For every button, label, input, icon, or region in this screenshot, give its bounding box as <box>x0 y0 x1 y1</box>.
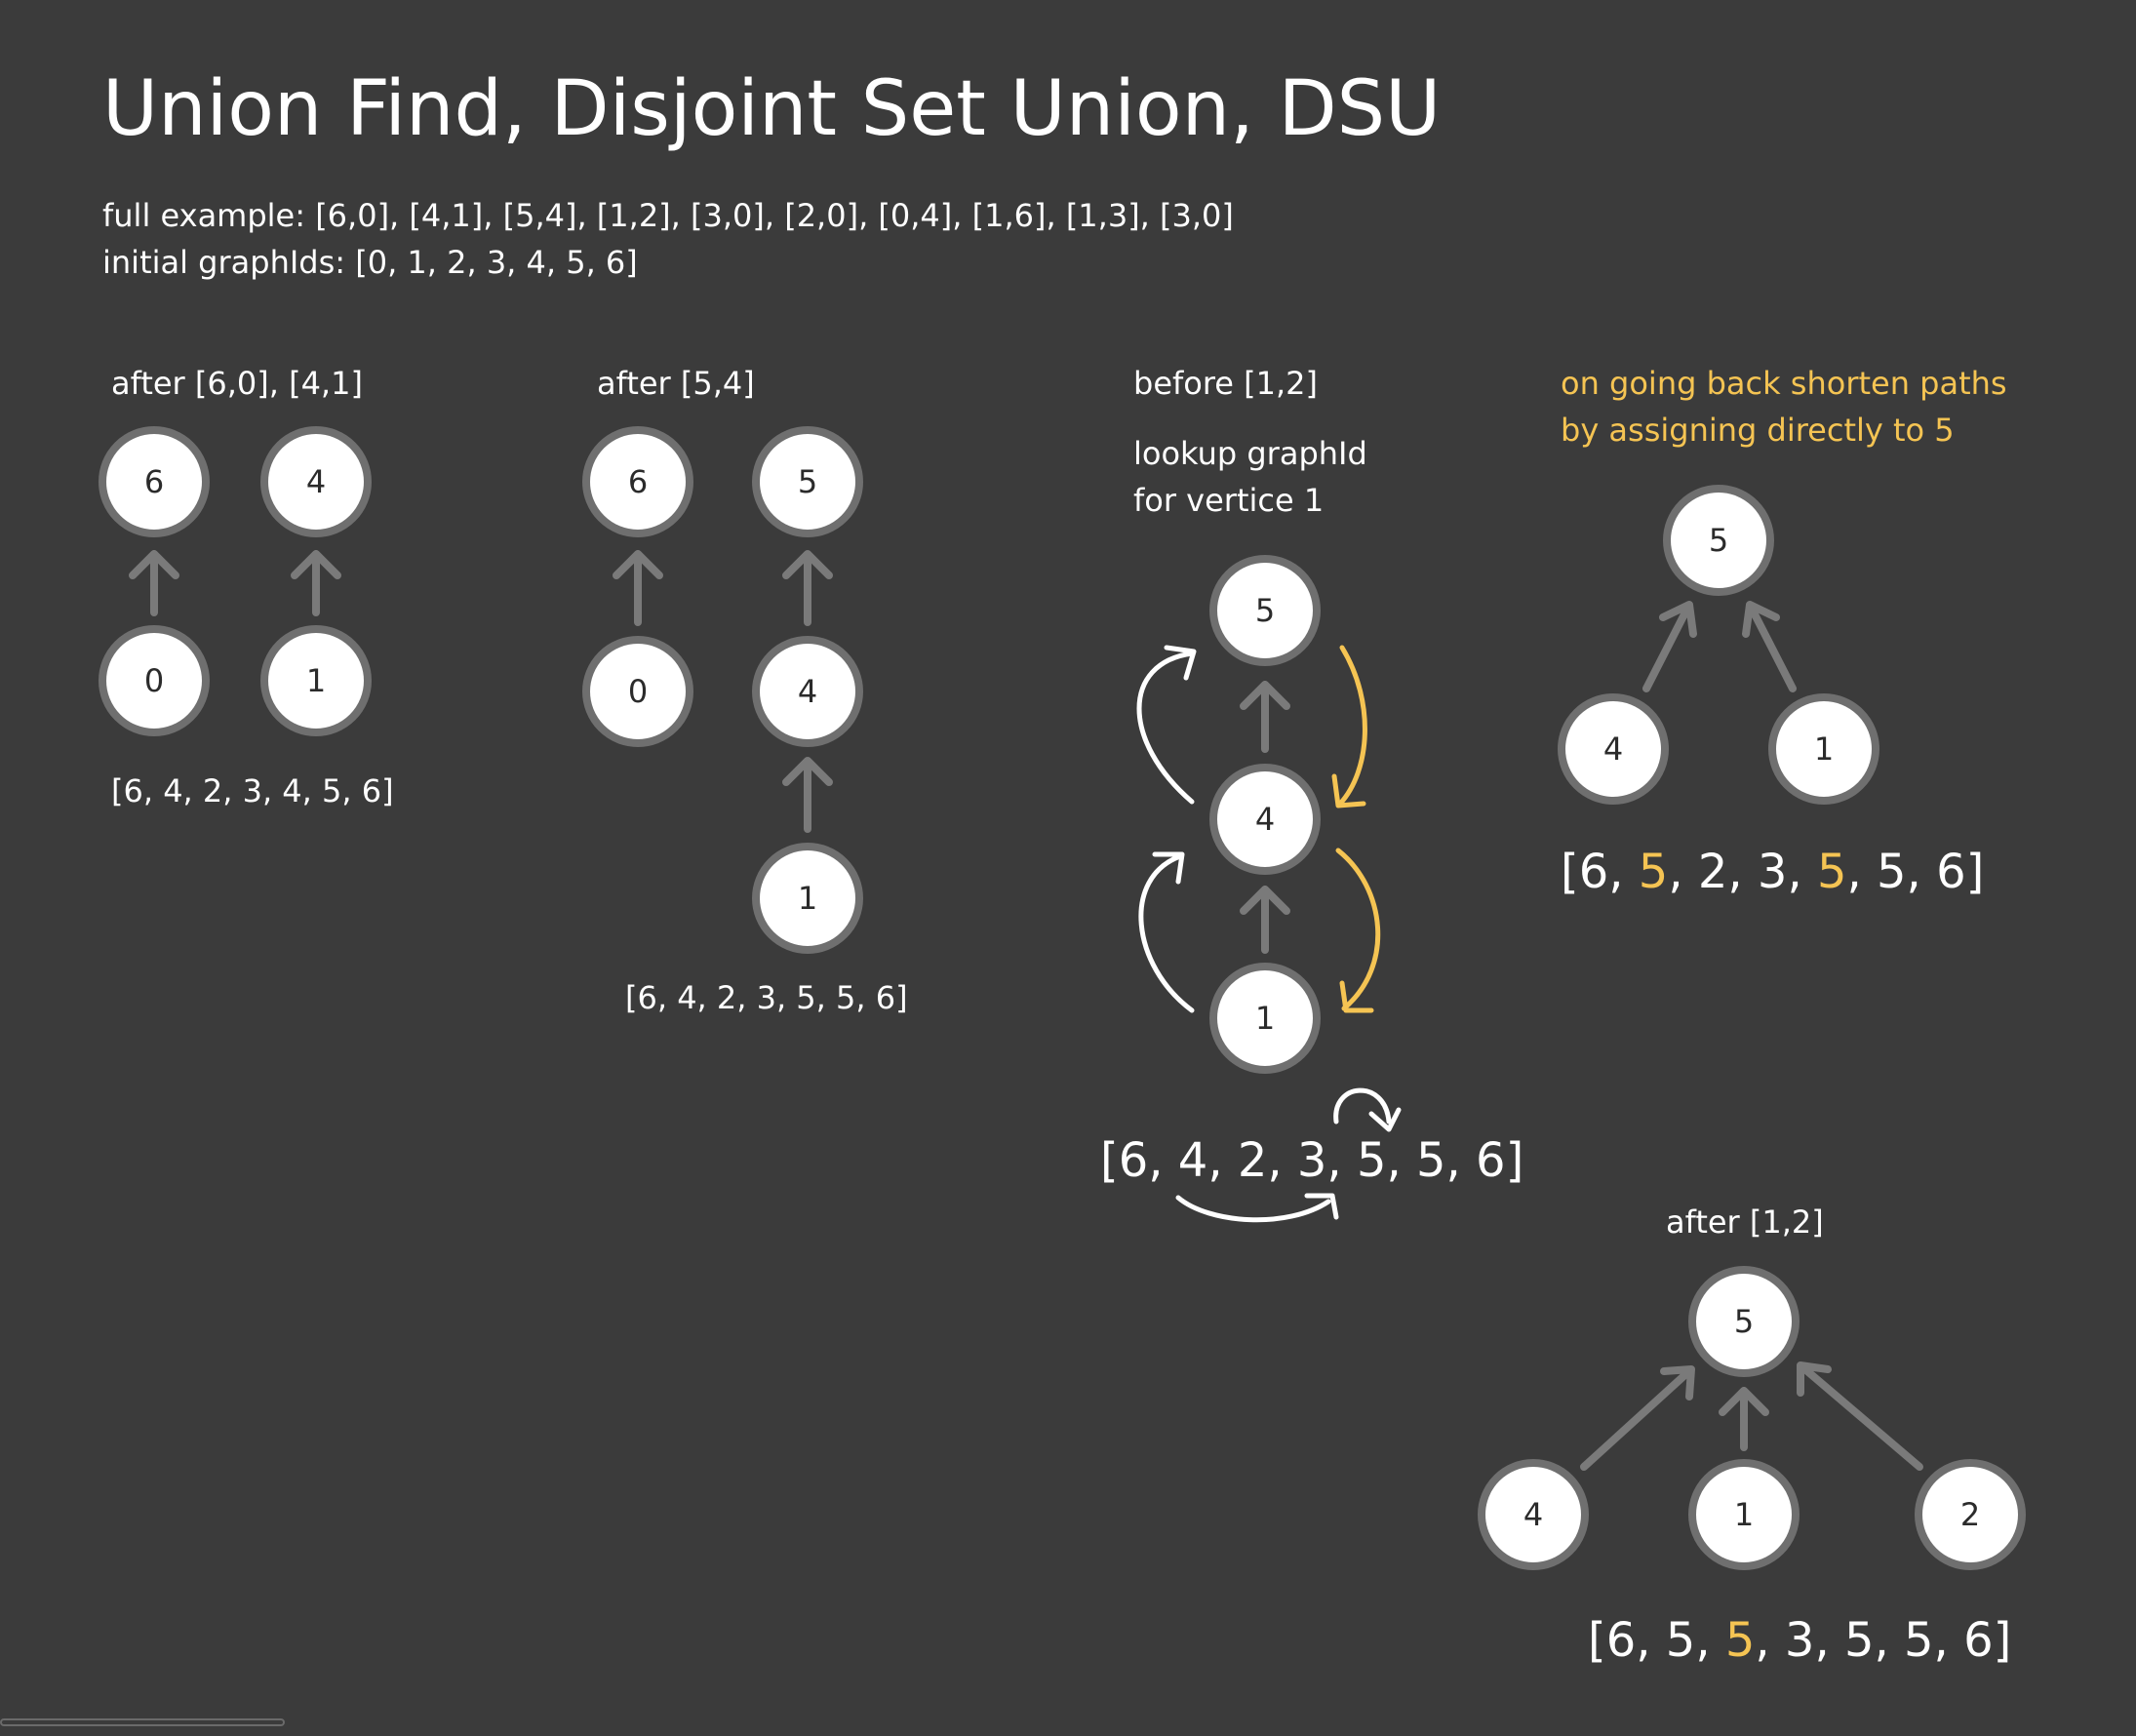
panel-note: for vertice 1 <box>1133 482 1324 519</box>
shorten-down-arrowhead <box>1331 773 1366 809</box>
shorten-down-arrow <box>1337 645 1367 807</box>
svg-text:1: 1 <box>1814 730 1834 768</box>
panel-path-compression: on going back shorten paths by assigning… <box>1558 365 2007 899</box>
node: 6 <box>99 426 210 537</box>
svg-text:5: 5 <box>1255 592 1275 629</box>
node: 6 <box>582 426 693 537</box>
node: 1 <box>1688 1459 1800 1570</box>
lookup-up-arrowhead <box>1164 645 1197 681</box>
panel-label: before [1,2] <box>1133 365 1318 402</box>
svg-text:6: 6 <box>144 463 164 500</box>
svg-text:4: 4 <box>1603 730 1623 768</box>
edge-arrow <box>1719 1387 1769 1451</box>
svg-text:0: 0 <box>144 662 164 699</box>
node: 1 <box>752 843 863 954</box>
edge-arrow <box>1642 601 1697 692</box>
node: 2 <box>1915 1459 2026 1570</box>
svg-text:5: 5 <box>1734 1303 1754 1340</box>
svg-text:1: 1 <box>1255 1000 1275 1037</box>
svg-text:4: 4 <box>798 673 817 710</box>
node: 4 <box>1209 764 1321 875</box>
example-line: full example: [6,0], [4,1], [5,4], [1,2]… <box>102 197 1234 234</box>
svg-text:5: 5 <box>1709 522 1728 559</box>
edge-arrow <box>1797 1361 1923 1471</box>
node: 1 <box>1209 963 1321 1074</box>
edge-arrow <box>782 550 833 626</box>
array-self-arrowhead <box>1368 1107 1402 1132</box>
panel-label: after [1,2] <box>1666 1203 1824 1241</box>
graph-ids-array: [6, 4, 2, 3, 5, 5, 6] <box>625 979 908 1016</box>
svg-text:4: 4 <box>306 463 326 500</box>
graph-ids-array: [6, 4, 2, 3, 5, 5, 6] <box>1100 1133 1523 1188</box>
lookup-up-arrow <box>1138 853 1195 1013</box>
node: 1 <box>260 625 372 736</box>
svg-text:4: 4 <box>1255 801 1275 838</box>
svg-text:1: 1 <box>1734 1496 1754 1533</box>
node: 5 <box>1209 555 1321 666</box>
edge-arrow <box>1742 601 1797 692</box>
node: 4 <box>1558 693 1669 805</box>
svg-text:1: 1 <box>306 662 326 699</box>
node: 5 <box>1688 1266 1800 1377</box>
svg-text:0: 0 <box>628 673 648 710</box>
array-self-arrow <box>1333 1087 1392 1124</box>
node: 5 <box>1663 485 1774 596</box>
edge-arrow <box>613 550 663 626</box>
lookup-up-arrow <box>1136 651 1195 805</box>
svg-text:6: 6 <box>628 463 648 500</box>
svg-text:4: 4 <box>1523 1496 1543 1533</box>
panel-note: lookup graphId <box>1133 435 1367 472</box>
svg-text:2: 2 <box>1960 1496 1980 1533</box>
node: 1 <box>1768 693 1879 805</box>
graph-ids-array: [6, 5, 5, 3, 5, 5, 6] <box>1588 1613 2011 1668</box>
panel-label: after [5,4] <box>597 365 755 402</box>
node: 0 <box>582 636 693 747</box>
shorten-down-arrowhead <box>1339 980 1374 1013</box>
node: 4 <box>752 636 863 747</box>
panel-label: after [6,0], [4,1] <box>111 365 363 402</box>
node: 4 <box>1478 1459 1589 1570</box>
edge-arrow <box>129 550 179 616</box>
panel-after-6-0-4-1: after [6,0], [4,1] 6 4 0 1 [6, 4, 2, 3, … <box>99 365 394 809</box>
edge-arrow <box>1240 886 1290 954</box>
svg-text:5: 5 <box>798 463 817 500</box>
edge-arrow <box>291 550 341 616</box>
panel-note-accent: on going back shorten paths <box>1561 365 2007 402</box>
svg-text:1: 1 <box>798 880 817 917</box>
lookup-up-arrowhead <box>1152 851 1185 885</box>
node: 4 <box>260 426 372 537</box>
graph-ids-array: [6, 5, 2, 3, 5, 5, 6] <box>1561 845 1984 899</box>
edge-arrow <box>782 757 833 833</box>
panel-after-1-2: after [1,2] 5 4 1 2 [6, 5, 5, 3, 5, 5, 6… <box>1478 1203 2026 1668</box>
initial-line: initial graphIds: [0, 1, 2, 3, 4, 5, 6] <box>102 244 638 281</box>
array-jump-arrowhead <box>1304 1193 1339 1220</box>
edge-arrow <box>1240 681 1290 753</box>
horizontal-scrollbar[interactable] <box>0 1718 285 1726</box>
edge-arrow <box>1580 1365 1695 1471</box>
graph-ids-array: [6, 4, 2, 3, 4, 5, 6] <box>111 772 394 809</box>
node: 0 <box>99 625 210 736</box>
panel-before-1-2: before [1,2] lookup graphId for vertice … <box>1100 365 1523 1223</box>
shorten-down-arrow <box>1335 848 1381 1011</box>
array-jump-arrow <box>1175 1195 1331 1223</box>
panel-note-accent: by assigning directly to 5 <box>1561 412 1955 449</box>
page-title: Union Find, Disjoint Set Union, DSU <box>102 65 1441 153</box>
node: 5 <box>752 426 863 537</box>
panel-after-5-4: after [5,4] 6 5 0 4 1 [6, 4, 2, 3, 5, 5,… <box>582 365 908 1016</box>
